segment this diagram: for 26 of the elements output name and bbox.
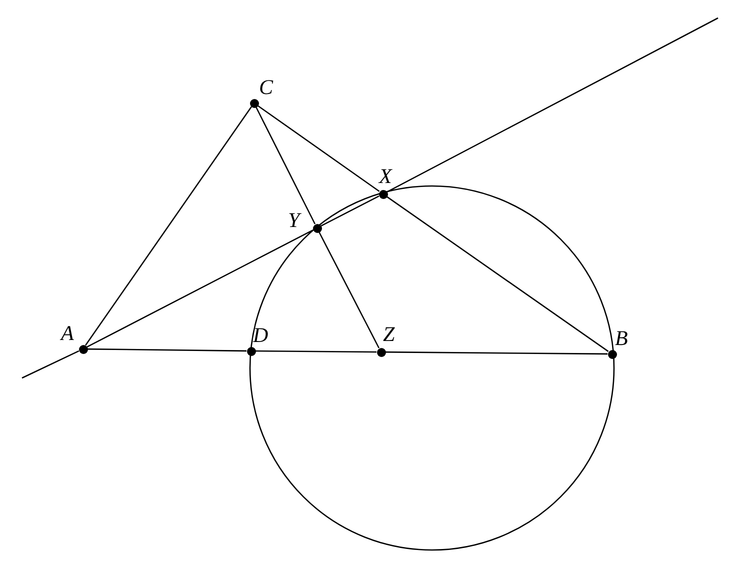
point-dot xyxy=(78,344,88,354)
line-segment xyxy=(386,351,608,355)
line-segment xyxy=(85,106,252,346)
point-label: A xyxy=(61,323,74,344)
point-label: D xyxy=(253,325,268,346)
line-segment xyxy=(22,350,80,379)
point-label: Z xyxy=(383,324,395,345)
line-segment xyxy=(386,17,718,192)
line-segment xyxy=(320,195,380,227)
point-dot xyxy=(608,350,616,358)
point-label: B xyxy=(615,328,628,349)
line-segment xyxy=(257,105,380,192)
point-label: C xyxy=(259,77,274,98)
point-dot xyxy=(250,98,258,108)
line-segment xyxy=(318,232,380,348)
line-segment xyxy=(256,350,376,353)
line-segment xyxy=(386,196,609,352)
line-segment xyxy=(255,106,316,224)
point-dot xyxy=(312,224,322,232)
point-dot xyxy=(376,348,386,356)
line-segment xyxy=(86,229,314,348)
line-segment xyxy=(88,348,246,352)
point-dot xyxy=(246,346,256,356)
point-label: X xyxy=(379,166,392,187)
point-dot xyxy=(378,190,388,198)
point-label: Y xyxy=(288,210,300,231)
